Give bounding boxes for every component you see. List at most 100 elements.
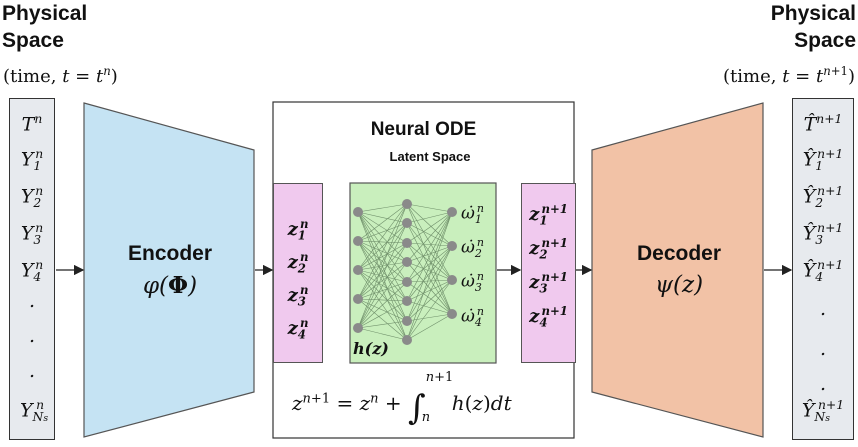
network-node	[402, 257, 412, 267]
omega-2: ω̇2n	[461, 236, 485, 261]
network-edge	[357, 203, 408, 271]
output-var-Y4: Ŷ4n+1	[802, 258, 844, 285]
network-edge	[406, 279, 453, 283]
network-edge	[357, 240, 408, 244]
network-box	[349, 182, 497, 364]
encoder-function: φ(Φ)	[142, 272, 198, 299]
z-in-4: z4n	[287, 316, 309, 342]
left-time-label: (time, t = tn)	[3, 64, 118, 87]
output-dot-1: .	[819, 298, 827, 320]
network-edge	[357, 203, 408, 213]
network-node	[353, 294, 363, 304]
latent-input-box: z1n z2n z3n z4n	[273, 183, 323, 363]
network-edge	[406, 261, 453, 281]
z-in-2: z2n	[287, 250, 309, 276]
input-var-Y3: Y3n	[20, 221, 44, 248]
left-header-line1: Physical	[2, 2, 88, 25]
network-edge	[357, 261, 408, 300]
network-edge	[406, 211, 453, 341]
network-edge	[357, 211, 408, 244]
network-edge	[357, 281, 408, 300]
network-edge	[357, 222, 408, 329]
network-edge	[406, 211, 453, 302]
network-node	[402, 238, 412, 248]
network-node	[402, 296, 412, 306]
network-edge	[406, 222, 453, 281]
network-node	[447, 207, 457, 217]
network-node	[447, 241, 457, 251]
latent-space-subtitle: Latent Space	[389, 149, 471, 164]
network-edge	[406, 279, 453, 302]
neural-ode-title: Neural ODE	[370, 119, 477, 140]
network-node	[402, 316, 412, 326]
omega-4: ω̇4n	[461, 305, 485, 330]
right-header-line2: Space	[794, 29, 856, 52]
network-node	[447, 275, 457, 285]
decoder-title: Decoder	[636, 242, 722, 265]
right-header-title: Physical Space	[771, 0, 856, 54]
input-var-Y1: Y1n	[20, 147, 44, 174]
network-node	[353, 236, 363, 246]
omega-3: ω̇3n	[461, 270, 485, 295]
input-variables-box: Tn Y1n Y2n Y3n Y4n . . . YNsn	[9, 98, 55, 440]
network-edge	[406, 281, 453, 315]
network-node	[402, 199, 412, 209]
z-out-2: z2n+1	[529, 236, 568, 262]
network-edge	[406, 211, 453, 283]
network-edge	[406, 245, 453, 341]
network-edge	[406, 211, 453, 224]
z-in-1: z1n	[287, 217, 309, 243]
network-edge	[406, 203, 453, 247]
network-node	[402, 335, 412, 345]
network-edge	[357, 211, 408, 224]
network-edge	[357, 327, 408, 341]
network-edge	[357, 298, 408, 341]
network-node	[353, 323, 363, 333]
input-var-Y4: Y4n	[20, 258, 44, 285]
network-edge	[406, 203, 453, 213]
network-edge	[357, 222, 408, 300]
network-edge	[406, 242, 453, 315]
input-var-T: Tn	[21, 112, 43, 136]
output-var-YNs: ŶNsn+1	[801, 398, 845, 425]
network-edge	[406, 211, 453, 263]
network-edge	[357, 222, 408, 271]
encoder-title: Encoder	[127, 242, 213, 265]
network-edge	[357, 298, 408, 302]
output-var-Y3: Ŷ3n+1	[802, 221, 844, 248]
input-var-YNs: YNsn	[19, 398, 49, 425]
network-edge	[406, 279, 453, 341]
output-dot-2: .	[819, 338, 827, 360]
network-edge	[357, 242, 408, 271]
input-dot-3: .	[28, 360, 36, 382]
network-edge	[357, 320, 408, 329]
decoder-function: ψ(z)	[654, 272, 704, 298]
input-var-Y2: Y2n	[20, 184, 44, 211]
omega-1: ω̇1n	[461, 202, 485, 227]
network-edge	[406, 245, 453, 263]
network-edge	[357, 242, 408, 329]
output-var-Y2: Ŷ2n+1	[802, 184, 844, 211]
z-out-1: z1n+1	[529, 202, 568, 228]
network-edge	[406, 242, 453, 281]
network-node	[402, 218, 412, 228]
network-edge	[406, 222, 453, 247]
network-function-label: h(z)	[353, 339, 389, 358]
network-edge	[357, 298, 408, 322]
network-edge	[406, 203, 453, 315]
network-edge	[357, 211, 408, 283]
latent-output-box: z1n+1 z2n+1 z3n+1 z4n+1	[521, 183, 576, 363]
network-edge	[357, 203, 408, 242]
input-dot-2: .	[28, 325, 36, 347]
neural-network-graph	[353, 199, 457, 345]
network-edge	[406, 313, 453, 341]
output-variables-box: T̂n+1 Ŷ1n+1 Ŷ2n+1 Ŷ3n+1 Ŷ4n+1 . . . ŶNsn…	[792, 98, 854, 440]
network-edge	[406, 203, 453, 281]
network-edge	[406, 245, 453, 302]
network-edge	[406, 211, 453, 244]
output-var-T: T̂n+1	[803, 112, 843, 136]
network-edge	[406, 211, 453, 322]
network-edge	[357, 240, 408, 322]
network-edge	[406, 245, 453, 322]
